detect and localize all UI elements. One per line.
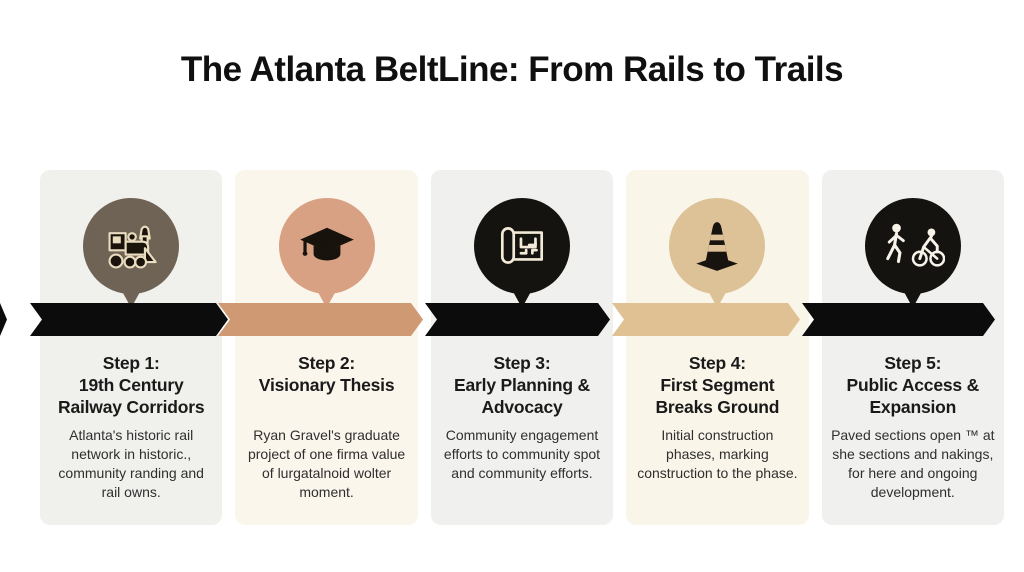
page-title: The Atlanta BeltLine: From Rails to Trai… [180, 50, 844, 89]
badge-circle [473, 198, 570, 294]
badge-circle [83, 198, 180, 294]
step-title: Step 1: 19th Century Railway Corridors [58, 353, 205, 417]
badge-circle [864, 198, 961, 294]
step-card-1: Step 1: 19th Century Railway Corridors A… [40, 170, 223, 525]
step-card-3: Step 3: Early Planning & Advocacy Commun… [430, 170, 614, 525]
step-title: Step 5: Public Access & Expansion [846, 353, 980, 417]
walk-bike-icon [886, 223, 945, 267]
band-segment-5 [802, 303, 995, 336]
step-card-4: Step 4: First Segment Breaks Ground Init… [626, 170, 809, 525]
band-edge-tip [0, 303, 7, 336]
step-card-5: Step 5: Public Access & Expansion Paved … [821, 170, 1004, 525]
step-description: Ryan Gravel's graduate project of one fi… [247, 427, 406, 500]
locomotive-icon [108, 225, 157, 269]
blueprint-icon [500, 227, 544, 264]
step-title: Step 3: Early Planning & Advocacy [454, 353, 590, 417]
step-card-2: Step 2: Visionary Thesis Ryan Gravel's g… [235, 170, 418, 525]
step-title: Step 4: First Segment Breaks Ground [655, 353, 780, 417]
band-segment-2 [218, 303, 423, 336]
band-segment-1 [30, 303, 228, 336]
timeline: Step 1: 19th Century Railway Corridors A… [40, 170, 1004, 525]
traffic-cone-icon [696, 222, 739, 271]
step-description: Paved sections open ™ at she sections an… [831, 427, 995, 500]
badge-circle [278, 198, 375, 294]
band-segment-4 [612, 303, 800, 336]
step-description: Initial construction phases, marking con… [637, 427, 798, 481]
band-segment-3 [425, 303, 610, 336]
step-description: Community engagement efforts to communit… [443, 427, 601, 481]
step-title: Step 2: Visionary Thesis [258, 353, 395, 395]
graduation-cap-icon [299, 227, 354, 261]
badge-circle [669, 198, 766, 294]
step-description: Atlanta's historic rail network in histo… [58, 427, 204, 500]
